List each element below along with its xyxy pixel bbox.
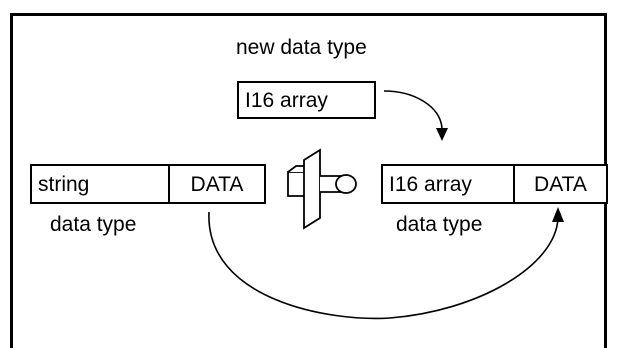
data-flow-arrow — [208, 207, 564, 320]
type-cast-icon — [287, 148, 357, 230]
new-data-type-box: I16 array — [237, 81, 376, 119]
target-type-box: I16 array — [381, 164, 515, 204]
new-type-arrow — [383, 90, 448, 141]
connectors-and-icon — [208, 90, 564, 320]
new-data-type-label: new data type — [236, 36, 367, 59]
source-data-box: DATA — [168, 164, 266, 204]
source-type-box: string — [30, 164, 170, 204]
source-data-type-caption: data type — [50, 213, 137, 236]
target-data-box: DATA — [513, 164, 608, 204]
target-data-type-caption: data type — [396, 213, 483, 236]
